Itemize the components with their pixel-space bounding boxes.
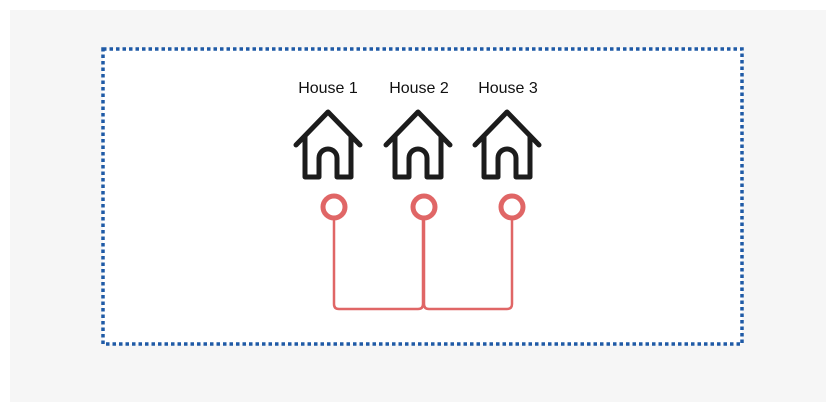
house-1: House 1 (293, 80, 363, 221)
house-2: House 2 (383, 80, 453, 221)
house-label-3: House 3 (478, 80, 538, 97)
house-icon (383, 109, 453, 180)
house-label-1: House 1 (298, 80, 358, 97)
wire-house-1 (332, 216, 425, 311)
house-icon (472, 109, 542, 180)
house-3: House 3 (472, 80, 542, 221)
wire-house-3 (422, 216, 514, 311)
wire-network (332, 216, 514, 311)
connection-node-icon (410, 193, 438, 221)
connection-node-icon (498, 193, 526, 221)
house-icon (293, 109, 363, 180)
connection-node-icon (320, 193, 348, 221)
house-label-2: House 2 (389, 80, 449, 97)
